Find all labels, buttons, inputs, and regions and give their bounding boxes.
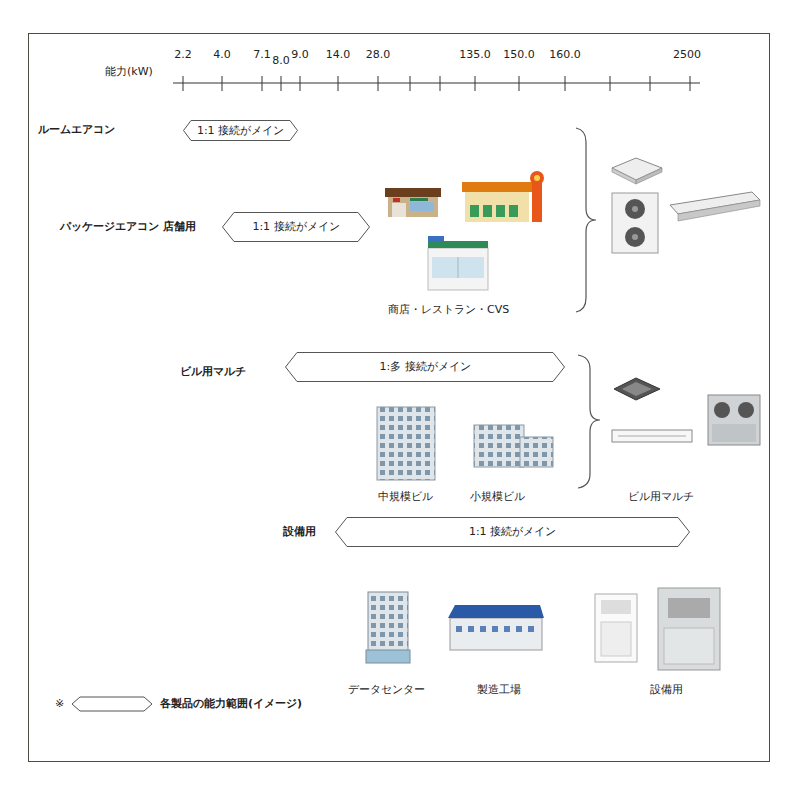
hexagon-shape [336, 518, 690, 547]
factory-icon [448, 605, 544, 650]
ac-products [612, 158, 760, 253]
legend-text: 各製品の能力範囲(イメージ) [160, 697, 302, 711]
range-arrow: 1:1 接続がメイン [335, 517, 690, 547]
row-label: 設備用 [283, 525, 316, 539]
caption: 小規模ビル [470, 490, 525, 504]
multi-products [612, 378, 760, 445]
range-arrow: 1:多 接続がメイン [285, 352, 565, 382]
caption: 商店・レストラン・CVS [388, 303, 509, 317]
restaurant-icon [462, 171, 544, 222]
range-text: 1:多 接続がメイン [379, 360, 470, 374]
range-arrow: 1:1 接続がメイン [183, 120, 298, 141]
tick-value: 2.2 [174, 48, 192, 62]
axis-title: 能力(kW) [105, 65, 153, 79]
axis [173, 76, 700, 91]
tick-value: 135.0 [459, 48, 491, 62]
building-icon [377, 407, 553, 480]
hexagon-shape [286, 353, 565, 382]
row-label: ルームエアコン [38, 123, 115, 137]
store-icon [385, 188, 441, 217]
cvs-icon [428, 236, 488, 290]
tick-value: 8.0 [272, 54, 290, 68]
legend-sample [72, 697, 152, 711]
facility-units [595, 588, 720, 670]
hexagon-shape [223, 213, 370, 242]
tick-value: 28.0 [366, 48, 391, 62]
range-arrow: 1:1 接続がメイン [222, 212, 370, 242]
frame [29, 34, 770, 762]
range-text: 1:1 接続がメイン [197, 124, 284, 138]
brace [576, 128, 596, 312]
caption: 製造工場 [477, 683, 521, 697]
tick-value: 2500 [673, 48, 701, 62]
tick-value: 4.0 [213, 48, 231, 62]
note-mark: ※ [55, 697, 64, 711]
hexagon-shape [184, 121, 298, 141]
tick-value: 14.0 [326, 48, 351, 62]
range-text: 1:1 接続がメイン [252, 220, 339, 234]
tick-value: 160.0 [549, 48, 581, 62]
brace [578, 355, 600, 488]
tick-value: 7.1 [253, 48, 271, 62]
tick-value: 150.0 [503, 48, 535, 62]
row-label: パッケージエアコン 店舗用 [60, 220, 196, 234]
row-label: ビル用マルチ [180, 365, 246, 379]
caption: データセンター [348, 683, 425, 697]
tick-value: 9.0 [291, 48, 309, 62]
caption: ビル用マルチ [628, 490, 694, 504]
caption: 設備用 [650, 683, 683, 697]
range-text: 1:1 接続がメイン [469, 525, 556, 539]
caption: 中規模ビル [378, 490, 433, 504]
datacenter-icon [366, 592, 410, 663]
